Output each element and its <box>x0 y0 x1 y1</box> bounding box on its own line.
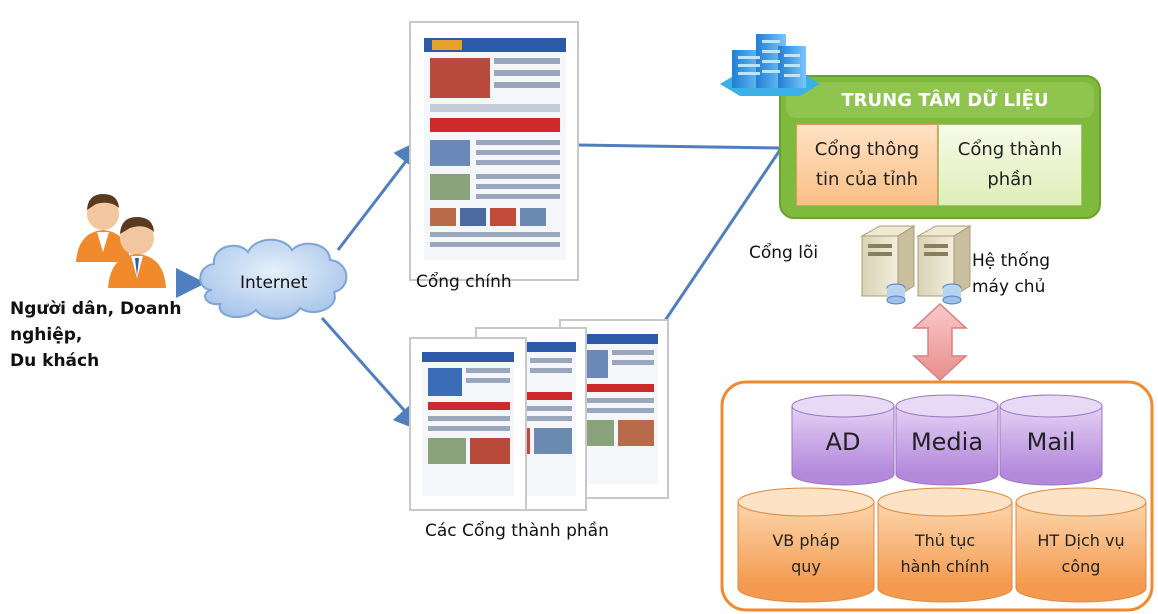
cell-line: phần <box>987 169 1033 190</box>
sub-portal-label: Các Cổng thành phần <box>425 521 609 541</box>
db-label-line: VB pháp <box>772 531 840 550</box>
sub-portal-page-1 <box>409 337 527 511</box>
users-label-line: nghiệp, <box>10 325 83 345</box>
server-label-line: Hệ thống <box>972 251 1051 271</box>
internet-label: Internet <box>240 273 308 293</box>
db-cylinder-public-services <box>1015 487 1147 603</box>
server-icon <box>860 225 916 305</box>
db-label-line: Thủ tục <box>914 531 976 550</box>
db-label-legal-docs: VB pháp quy <box>738 528 874 580</box>
sub-portal-pages <box>409 319 669 511</box>
db-label-line: hành chính <box>900 557 990 576</box>
connector-lines <box>176 138 782 433</box>
server-icon <box>916 225 972 305</box>
db-label-admin-procedures: Thủ tục hành chính <box>878 528 1012 580</box>
users-label-line: Người dân, Doanh <box>10 299 182 319</box>
connector-internet-sub <box>320 317 424 433</box>
db-label-line: công <box>1061 557 1101 576</box>
connector-main-datacenter <box>577 143 781 150</box>
cell-line: Cổng thành <box>957 139 1063 160</box>
db-cylinder-media <box>895 394 999 486</box>
db-cylinder-mail <box>999 394 1103 486</box>
db-label-mail: Mail <box>1026 428 1076 456</box>
db-cylinder-legal-docs <box>737 487 875 603</box>
cell-line: tin của tỉnh <box>815 169 919 190</box>
provincial-portal-cell: Cổng thông tin của tỉnh <box>796 124 938 206</box>
users-label-line: Du khách <box>10 351 100 371</box>
connector-internet-main <box>336 138 424 251</box>
server-system-label: Hệ thống máy chủ <box>972 248 1050 300</box>
building-icon <box>720 34 820 96</box>
users-label: Người dân, Doanh nghiệp, Du khách <box>10 296 182 374</box>
main-portal-page <box>409 21 579 281</box>
users-icon <box>76 194 166 288</box>
db-label-media: Media <box>910 428 984 456</box>
sync-double-arrow <box>912 302 968 382</box>
cell-line: Cổng thông <box>814 139 920 160</box>
db-label-public-services: HT Dịch vụ công <box>1016 528 1146 580</box>
data-center-title: TRUNG TÂM DỮ LIỆU <box>841 90 1049 111</box>
db-cylinder-admin-procedures <box>877 487 1013 603</box>
server-label-line: máy chủ <box>972 277 1046 297</box>
main-portal-label: Cổng chính <box>416 272 512 292</box>
component-portal-cell: Cổng thành phần <box>938 124 1082 206</box>
db-label-line: quy <box>791 557 821 576</box>
db-cylinder-ad <box>791 394 895 486</box>
core-portal-label: Cổng lõi <box>749 243 819 263</box>
db-label-ad: AD <box>825 428 861 456</box>
connector-sub-datacenter <box>658 149 782 329</box>
internet-cloud <box>199 238 348 320</box>
db-label-line: HT Dịch vụ <box>1037 531 1125 550</box>
